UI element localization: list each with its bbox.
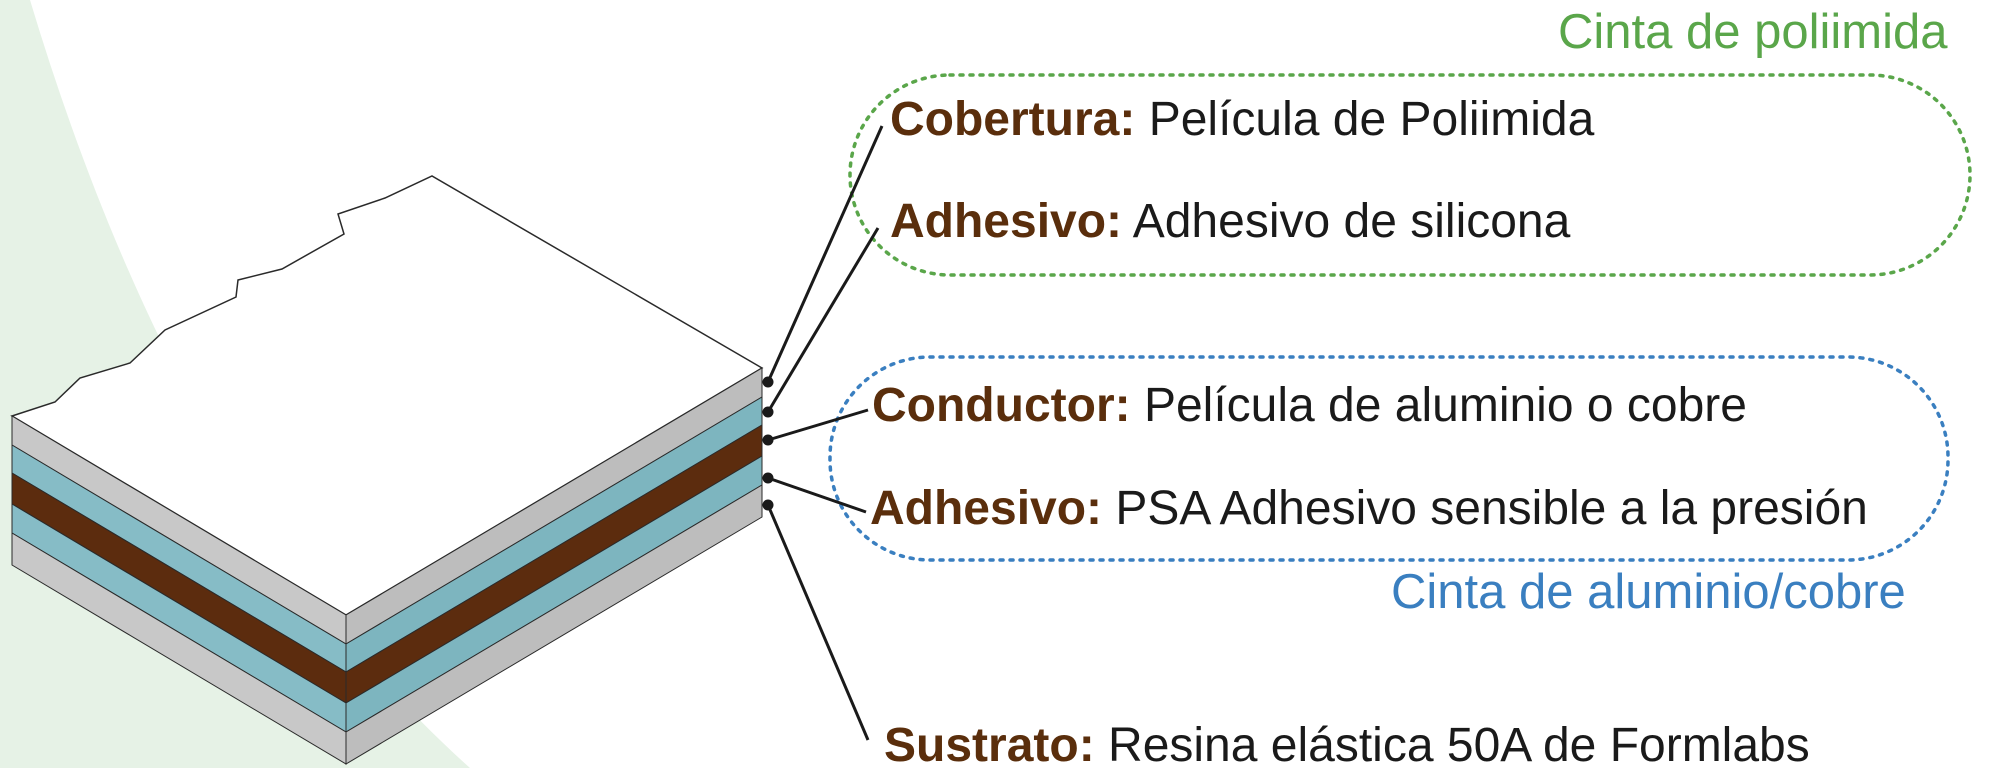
right-face-substrate [345, 484, 763, 765]
top-surface [10, 175, 764, 616]
layer-description: Resina elástica 50A de Formlabs [1108, 719, 1810, 772]
leader-line-substrate [766, 504, 870, 741]
anchor-dot-substrate [762, 499, 774, 511]
layer-label-conductor: Conductor: Película de aluminio o cobre [872, 382, 1747, 430]
anchor-dot-cover [762, 376, 774, 388]
layer-label-psa-adhesive: Adhesivo: PSA Adhesivo sensible a la pre… [870, 485, 1868, 533]
anchor-dot-psa [762, 472, 774, 484]
anchor-dot-conductor [762, 434, 774, 446]
metal-group-outline [828, 355, 1950, 562]
layer-term: Sustrato: [884, 719, 1095, 772]
layer-label-substrate: Sustrato: Resina elástica 50A de Formlab… [884, 722, 1810, 770]
layer-description: Película de Poliimida [1148, 93, 1595, 146]
leader-line-cover [766, 125, 884, 383]
anchor-dot-silicone [762, 406, 774, 418]
layer-term: Cobertura: [890, 93, 1136, 146]
leader-line-conductor [767, 408, 869, 442]
leader-line-psa [767, 476, 867, 514]
layer-description: Película de aluminio o cobre [1143, 379, 1747, 432]
layer-term: Conductor: [872, 379, 1131, 432]
polyimide-group-outline [848, 73, 1972, 277]
layer-label-silicone-adhesive: Adhesivo: Adhesivo de silicona [890, 198, 1570, 246]
layer-term: Adhesivo: [890, 195, 1123, 248]
layer-description: PSA Adhesivo sensible a la presión [1115, 482, 1868, 535]
polyimide-tape-title: Cinta de poliimida [1558, 5, 1948, 59]
layer-label-cover: Cobertura: Película de Poliimida [890, 96, 1594, 144]
layer-description: Adhesivo de silicona [1132, 195, 1571, 248]
metal-tape-title: Cinta de aluminio/cobre [1391, 565, 1906, 619]
leader-line-silicone [766, 227, 880, 413]
layer-term: Adhesivo: [870, 482, 1103, 535]
